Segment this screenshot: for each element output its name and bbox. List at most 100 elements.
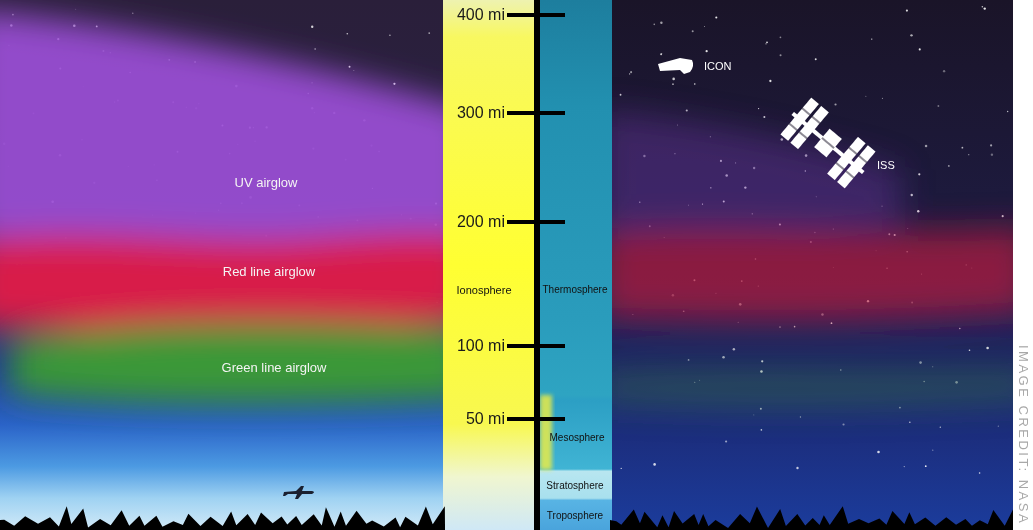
star [917, 210, 919, 212]
atmosphere-layer: Stratosphere [544, 479, 605, 493]
layer-name: Mesosphere [549, 432, 604, 444]
star [389, 35, 390, 36]
axis-tick [507, 111, 565, 115]
star [834, 103, 836, 105]
star [780, 36, 782, 38]
layer-name: Troposphere [547, 510, 603, 522]
star [621, 468, 622, 469]
star [311, 26, 313, 28]
satellite-name: ICON [704, 60, 732, 73]
star [871, 38, 872, 39]
star [737, 321, 739, 323]
star [780, 54, 782, 56]
star [998, 426, 999, 427]
star [877, 451, 880, 454]
layer-name: Stratosphere [546, 480, 603, 492]
star [715, 16, 717, 18]
atmosphere-layer: Mesosphere [547, 431, 606, 445]
star [706, 50, 708, 52]
star [986, 347, 989, 350]
axis-tick [507, 220, 565, 224]
star [661, 53, 662, 54]
star [428, 32, 430, 34]
layer-name: Thermosphere [542, 284, 607, 296]
altitude-label: 100 mi [457, 336, 505, 355]
star [925, 465, 927, 467]
airglow-band: UV airglow [233, 175, 300, 192]
ground-silhouette [0, 506, 1013, 530]
star [630, 71, 632, 73]
star [620, 94, 622, 96]
uv-glow [0, 10, 445, 246]
star [766, 41, 768, 43]
altitude-label: 200 mi [457, 212, 505, 231]
star [979, 472, 981, 474]
iss-station [777, 95, 878, 191]
star [722, 356, 725, 359]
airglow-left [0, 10, 445, 403]
star [991, 153, 993, 155]
star [688, 359, 690, 361]
star [882, 98, 883, 99]
star [794, 326, 796, 328]
star [761, 360, 763, 362]
star [932, 449, 933, 450]
red-glow [610, 228, 1013, 321]
star [692, 30, 694, 32]
atmosphere-layer: Thermosphere [540, 283, 609, 297]
star [907, 228, 909, 230]
star [909, 421, 910, 422]
star [906, 9, 908, 11]
star [865, 96, 866, 97]
star [763, 116, 765, 118]
star [346, 33, 348, 35]
layer-name: Red line airglow [223, 265, 316, 280]
star [703, 26, 705, 28]
star [653, 463, 656, 466]
star [919, 361, 922, 364]
airglow-band: Green line airglow [220, 360, 329, 377]
altitude-label: 400 mi [457, 5, 505, 24]
satellite-name: ISS [877, 159, 895, 172]
layer-name: UV airglow [235, 176, 298, 191]
atmosphere-layers-column [538, 0, 612, 530]
axis-tick [507, 13, 565, 17]
star [725, 440, 727, 442]
star [349, 66, 351, 68]
green-glow [610, 368, 1013, 408]
treeline [0, 506, 445, 530]
altitude-label: 50 mi [466, 409, 505, 428]
star [899, 407, 901, 409]
star [1002, 215, 1004, 217]
star [918, 173, 920, 175]
star [969, 350, 971, 352]
axis-tick [507, 344, 565, 348]
star [672, 83, 674, 85]
star [75, 8, 77, 10]
star [831, 322, 833, 324]
star [765, 43, 766, 44]
star [982, 6, 984, 8]
star [800, 416, 801, 417]
star [779, 326, 781, 328]
star [761, 429, 763, 431]
star [943, 70, 945, 72]
star [911, 194, 913, 196]
star [961, 147, 963, 149]
uv-glow [610, 110, 900, 231]
star [653, 24, 655, 26]
star [660, 53, 662, 55]
star [753, 414, 755, 416]
star [990, 144, 992, 146]
icon-satellite [658, 58, 693, 74]
star [815, 58, 817, 60]
star [733, 348, 735, 350]
star [629, 73, 630, 74]
star [984, 7, 986, 9]
airplane [283, 486, 314, 499]
green-glow [10, 323, 445, 403]
star [968, 154, 969, 155]
star [932, 366, 933, 367]
